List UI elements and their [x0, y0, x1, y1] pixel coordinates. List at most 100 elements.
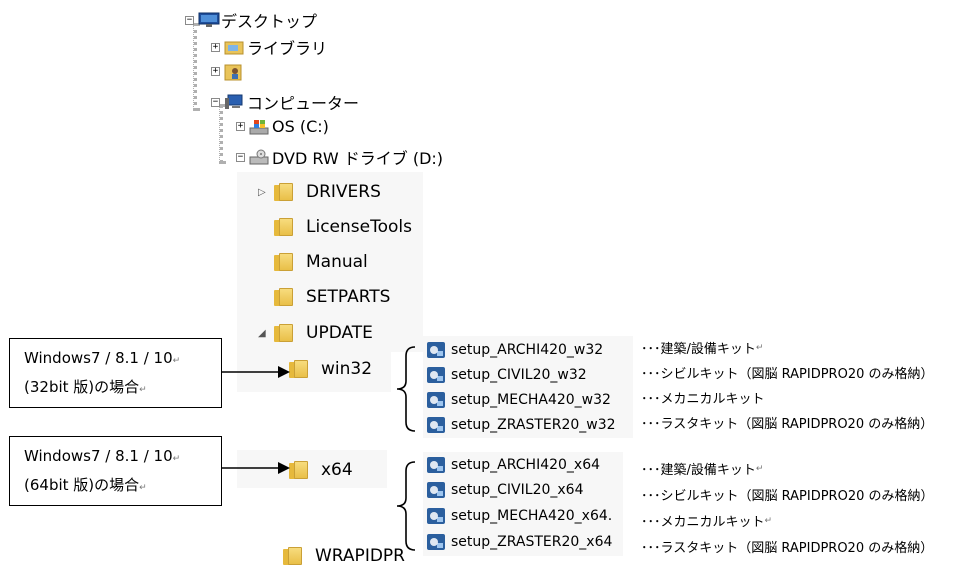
folder-label: Manual: [306, 252, 368, 272]
folder-win32[interactable]: win32: [289, 359, 372, 379]
arrow-to-win32: [222, 366, 290, 378]
folder-icon: [274, 183, 296, 201]
callout-line: (32bit 版)の場合: [24, 378, 140, 396]
folder-label: WRAPIDPR: [315, 546, 405, 566]
return-mark: ↵: [755, 463, 764, 474]
return-mark: ↵: [755, 342, 764, 353]
setup-icon: [427, 392, 445, 408]
desktop-icon: [198, 12, 220, 28]
folder-icon: [274, 218, 296, 236]
collapse-toggle[interactable]: −: [236, 151, 245, 162]
folder-icon: [289, 360, 311, 378]
file-label: setup_ZRASTER20_x64: [451, 534, 613, 550]
desc-text: ･･･ラスタキット（図脳 RAPIDPRO20 のみ格納）: [641, 541, 934, 556]
folder-x64[interactable]: x64: [289, 460, 353, 480]
file-label: setup_MECHA420_w32: [451, 392, 611, 408]
tree-item-desktop[interactable]: − デスクトップ: [185, 8, 317, 32]
brace-win32: [396, 346, 416, 432]
return-mark: ↵: [764, 515, 773, 526]
tree-label: コンピューター: [247, 94, 360, 113]
folder-icon: [274, 324, 296, 342]
expanded-arrow-icon[interactable]: ◢: [258, 327, 266, 339]
file-label: setup_MECHA420_x64.: [451, 508, 613, 524]
desc-text: ･･･ラスタキット（図脳 RAPIDPRO20 のみ格納）: [641, 417, 934, 432]
folder-label: LicenseTools: [306, 217, 412, 237]
setup-icon: [427, 342, 445, 358]
setup-icon: [427, 534, 445, 550]
folder-setparts[interactable]: SETPARTS: [274, 287, 390, 307]
tree-item-os-drive[interactable]: + OS (C:): [236, 117, 329, 136]
tree-item-library[interactable]: + ライブラリ: [211, 35, 327, 59]
windows-drive-icon: [249, 119, 269, 135]
tree-item-user[interactable]: +: [211, 63, 247, 81]
desc-civil-w32: ･･･シビルキット（図脳 RAPIDPRO20 のみ格納）: [641, 363, 934, 382]
file-panel-win32: [423, 336, 633, 438]
setup-icon: [427, 457, 445, 473]
file-setup-archi-x64[interactable]: setup_ARCHI420_x64: [427, 457, 600, 473]
file-label: setup_ARCHI420_x64: [451, 457, 601, 473]
folder-icon: [283, 547, 305, 565]
tree-item-dvd-drive[interactable]: − DVD RW ドライブ (D:): [236, 145, 443, 169]
folder-licensetools[interactable]: LicenseTools: [274, 217, 412, 237]
callout-line: Windows7 / 8.1 / 10: [24, 447, 173, 465]
folder-label: UPDATE: [306, 323, 373, 343]
file-label: setup_ZRASTER20_w32: [451, 417, 616, 433]
folder-manual[interactable]: Manual: [274, 252, 368, 272]
file-setup-archi-w32[interactable]: setup_ARCHI420_w32: [427, 342, 603, 358]
file-setup-zraster-x64[interactable]: setup_ZRASTER20_x64: [427, 534, 612, 550]
return-mark: ↵: [139, 483, 147, 493]
callout-32bit: Windows7 / 8.1 / 10↵ (32bit 版)の場合↵: [9, 338, 222, 408]
setup-icon: [427, 508, 445, 524]
return-mark: ↵: [172, 356, 181, 366]
desc-mecha-x64: ･･･メカニカルキット↵: [641, 511, 772, 530]
folder-label: SETPARTS: [306, 287, 391, 307]
desc-text: ･･･建築/設備キット: [641, 463, 756, 478]
tree-guide-line: [193, 23, 197, 111]
file-label: setup_CIVIL20_w32: [451, 367, 587, 383]
desc-archi-x64: ･･･建築/設備キット↵: [641, 459, 763, 478]
callout-line: Windows7 / 8.1 / 10: [24, 349, 173, 367]
file-setup-zraster-w32[interactable]: setup_ZRASTER20_w32: [427, 417, 616, 433]
folder-icon: [289, 461, 311, 479]
file-setup-mecha-x64[interactable]: setup_MECHA420_x64.: [427, 508, 612, 524]
setup-icon: [427, 417, 445, 433]
expand-toggle[interactable]: +: [236, 121, 245, 131]
folder-wrapidpr[interactable]: WRAPIDPR: [283, 546, 405, 566]
expand-toggle[interactable]: +: [211, 41, 220, 52]
folder-label: DRIVERS: [306, 182, 381, 202]
collapse-toggle[interactable]: −: [185, 14, 194, 25]
callout-line: (64bit 版)の場合: [24, 476, 140, 494]
brace-x64: [396, 461, 416, 551]
arrow-to-x64: [222, 462, 290, 474]
folder-label: x64: [321, 460, 353, 480]
desc-zraster-x64: ･･･ラスタキット（図脳 RAPIDPRO20 のみ格納）: [641, 537, 933, 556]
setup-icon: [427, 482, 445, 498]
library-icon: [224, 39, 244, 55]
folder-icon: [274, 253, 296, 271]
folder-drivers[interactable]: ▷ DRIVERS: [258, 182, 381, 202]
desc-text: ･･･建築/設備キット: [641, 342, 756, 357]
file-setup-civil-w32[interactable]: setup_CIVIL20_w32: [427, 367, 587, 383]
desc-civil-x64: ･･･シビルキット（図脳 RAPIDPRO20 のみ格納）: [641, 485, 934, 504]
file-setup-civil-x64[interactable]: setup_CIVIL20_x64: [427, 482, 583, 498]
collapse-toggle[interactable]: −: [211, 96, 220, 107]
computer-icon: [224, 94, 243, 110]
file-label: setup_CIVIL20_x64: [451, 482, 584, 498]
file-panel-x64: [423, 452, 623, 556]
file-setup-mecha-w32[interactable]: setup_MECHA420_w32: [427, 392, 611, 408]
desc-text: ･･･シビルキット（図脳 RAPIDPRO20 のみ格納）: [641, 489, 934, 504]
tree-guide-line: [219, 104, 223, 164]
folder-panel: [237, 172, 423, 352]
tree-item-computer[interactable]: − コンピューター: [211, 90, 359, 114]
expand-toggle[interactable]: +: [211, 65, 220, 76]
file-label: setup_ARCHI420_w32: [451, 342, 604, 358]
tree-label: OS (C:): [272, 117, 329, 136]
return-mark: ↵: [172, 454, 181, 464]
folder-icon: [274, 288, 296, 306]
expand-arrow-icon[interactable]: ▷: [258, 186, 266, 198]
folder-update[interactable]: ◢ UPDATE: [258, 323, 373, 343]
callout-64bit: Windows7 / 8.1 / 10↵ (64bit 版)の場合↵: [9, 436, 222, 506]
tree-label: ライブラリ: [247, 39, 328, 58]
setup-icon: [427, 367, 445, 383]
folder-panel-x64: [237, 450, 387, 488]
